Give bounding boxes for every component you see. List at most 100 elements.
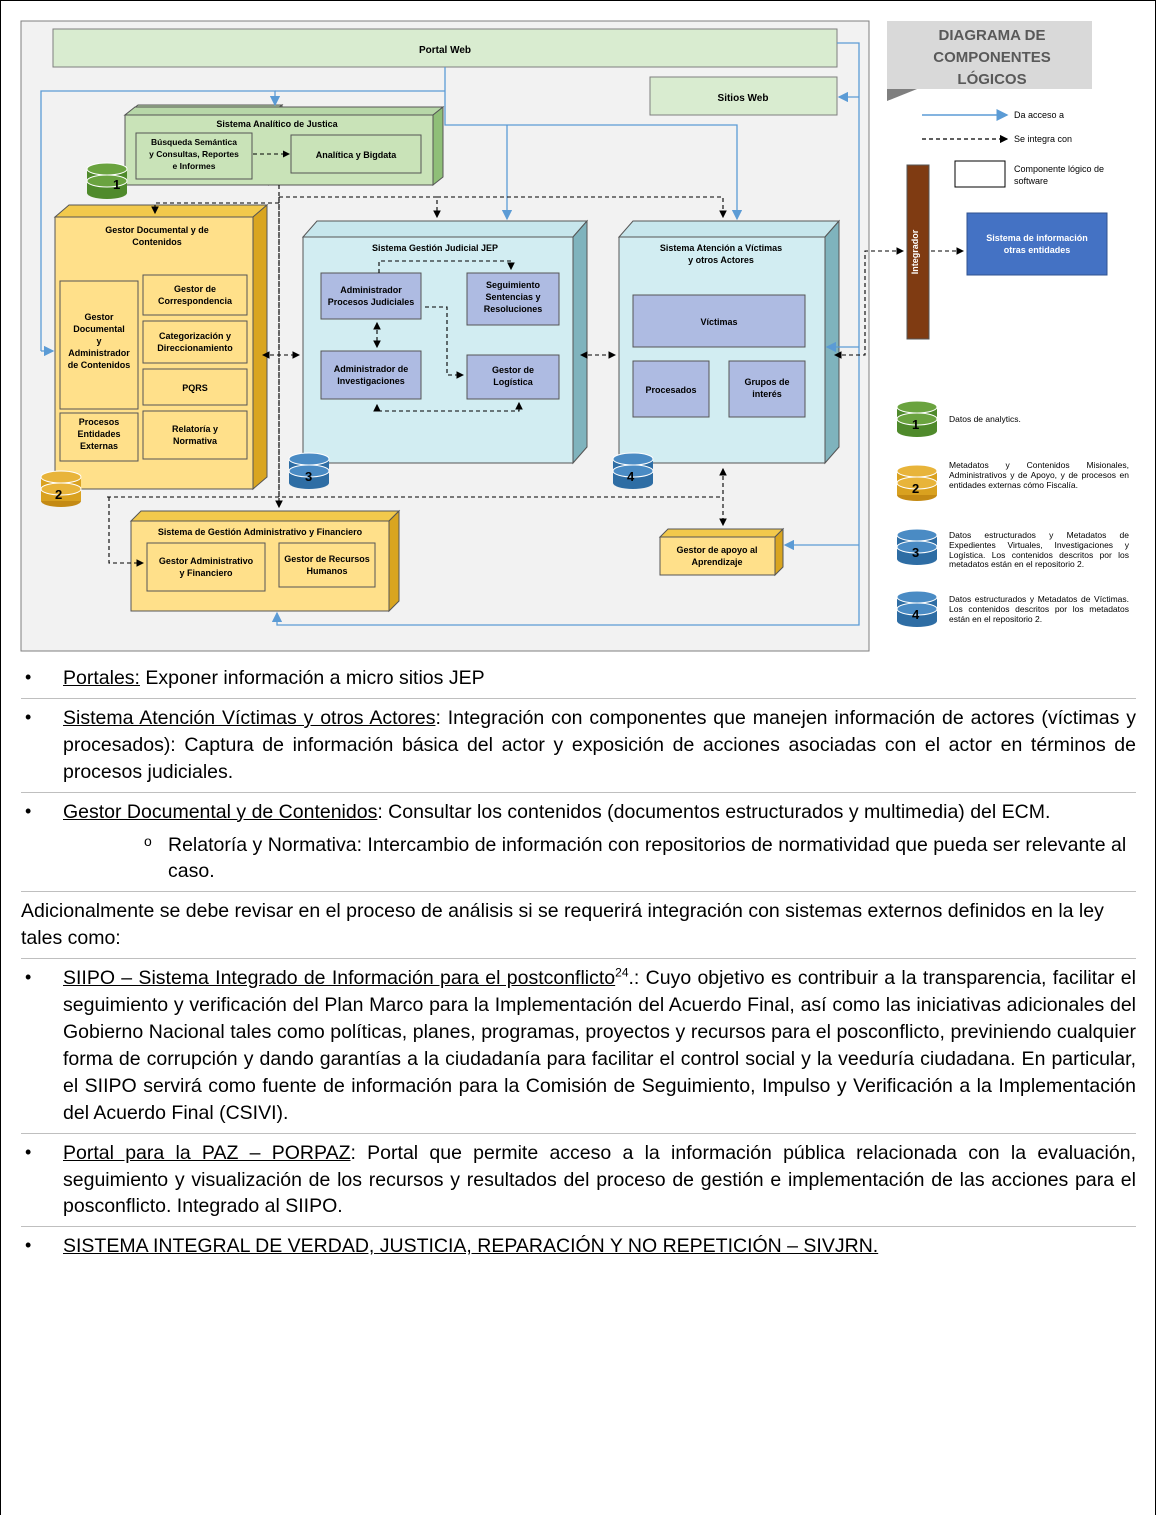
- portal-web-label: Portal Web: [419, 45, 471, 56]
- svg-text:3: 3: [305, 469, 312, 484]
- integrador-box: [906, 164, 930, 340]
- svg-text:Direccionamiento: Direccionamiento: [157, 343, 233, 353]
- svg-text:Sistema Gestión Judicial JEP: Sistema Gestión Judicial JEP: [372, 243, 498, 253]
- svg-text:Analítica y Bigdata: Analítica y Bigdata: [316, 150, 398, 160]
- svg-text:Procesos: Procesos: [79, 417, 120, 427]
- svg-text:Documental: Documental: [73, 324, 125, 334]
- legend-db1-text: Datos de analytics.: [949, 414, 1021, 424]
- svg-text:otras entidades: otras entidades: [1004, 245, 1071, 255]
- legend-db-1-icon: 1: [896, 400, 938, 437]
- svg-text:Gestor Administrativo: Gestor Administrativo: [159, 556, 254, 566]
- logical-components-diagram: Portal Web Sitios Web DIAGRAMA DE COMPON…: [7, 7, 1151, 657]
- svg-text:Gestor de Recursos: Gestor de Recursos: [284, 554, 370, 564]
- bullet-sivjrn: SISTEMA INTEGRAL DE VERDAD, JUSTICIA, RE…: [21, 1233, 1136, 1260]
- db-2-icon: 2: [40, 470, 82, 507]
- svg-text:Categorización y: Categorización y: [159, 331, 231, 341]
- portal-web-box: [52, 28, 838, 68]
- diagram-title-1: DIAGRAMA DE: [939, 27, 1046, 44]
- svg-text:e Informes: e Informes: [173, 161, 216, 171]
- svg-text:de Contenidos: de Contenidos: [68, 360, 131, 370]
- svg-text:4: 4: [627, 469, 635, 484]
- busqueda-box: [135, 132, 253, 180]
- aprendizaje-box: [659, 536, 776, 576]
- legend-component-box: [954, 160, 1006, 188]
- svg-text:Correspondencia: Correspondencia: [158, 296, 233, 306]
- legend-db3-text: Datos estructurados y Metadatos de Exped…: [949, 530, 1129, 570]
- bullet-sistema-atencion: Sistema Atención Víctimas y otros Actore…: [21, 705, 1136, 786]
- svg-text:Sistema de Gestión Administrat: Sistema de Gestión Administrativo y Fina…: [158, 527, 363, 537]
- svg-text:1: 1: [912, 417, 919, 432]
- svg-text:Administrador de: Administrador de: [334, 364, 409, 374]
- svg-text:1: 1: [113, 177, 120, 192]
- svg-text:2: 2: [55, 487, 62, 502]
- sitios-web-box: [649, 76, 838, 116]
- bullet-porpaz: Portal para la PAZ – PORPAZ: Portal que …: [21, 1140, 1136, 1221]
- svg-text:Logística: Logística: [493, 377, 534, 387]
- svg-text:Investigaciones: Investigaciones: [337, 376, 405, 386]
- legend-db-3-icon: 3: [896, 528, 938, 565]
- db-3-icon: 3: [288, 452, 330, 489]
- svg-text:Integrador: Integrador: [910, 229, 920, 274]
- svg-text:Seguimiento: Seguimiento: [486, 280, 541, 290]
- svg-text:Relatoría y: Relatoría y: [172, 424, 218, 434]
- body-text: Portales: Exponer información a micro si…: [21, 665, 1136, 1260]
- svg-text:Sentencias y: Sentencias y: [485, 292, 540, 302]
- legend-component: Componente lógico de: [1014, 164, 1104, 174]
- legend-access: Da acceso a: [1014, 110, 1064, 120]
- svg-text:Contenidos: Contenidos: [132, 237, 182, 247]
- legend-integrates: Se integra con: [1014, 134, 1072, 144]
- svg-text:Procesados: Procesados: [645, 385, 696, 395]
- svg-text:Sistema Atención a Víctimas: Sistema Atención a Víctimas: [660, 243, 782, 253]
- svg-text:Gestor Documental y de: Gestor Documental y de: [105, 225, 209, 235]
- legend-db-2-icon: 2: [896, 464, 938, 501]
- svg-text:PQRS: PQRS: [182, 383, 208, 393]
- atencion-victimas-box: [618, 236, 826, 464]
- db-1-icon: 1: [86, 162, 128, 199]
- svg-text:y otros Actores: y otros Actores: [688, 255, 754, 265]
- svg-text:Gestor: Gestor: [84, 312, 114, 322]
- analitica-box: [290, 134, 422, 174]
- svg-text:Aprendizaje: Aprendizaje: [691, 557, 742, 567]
- svg-text:Gestor de: Gestor de: [492, 365, 534, 375]
- db-4-icon: 4: [612, 452, 654, 489]
- svg-text:Gestor de: Gestor de: [174, 284, 216, 294]
- svg-text:Búsqueda Semántica: Búsqueda Semántica: [151, 137, 237, 147]
- svg-text:Normativa: Normativa: [173, 436, 218, 446]
- svg-text:Humanos: Humanos: [306, 566, 347, 576]
- svg-text:2: 2: [912, 481, 919, 496]
- svg-text:4: 4: [912, 607, 920, 622]
- paragraph-adicionalmente: Adicionalmente se debe revisar en el pro…: [21, 900, 1104, 950]
- svg-text:Víctimas: Víctimas: [700, 317, 737, 327]
- diagram-canvas: Portal Web Sitios Web DIAGRAMA DE COMPON…: [20, 20, 1108, 652]
- diagram-title-2: COMPONENTES: [933, 49, 1051, 66]
- svg-text:y Financiero: y Financiero: [179, 568, 233, 578]
- sitios-web-label: Sitios Web: [718, 93, 769, 104]
- svg-text:Resoluciones: Resoluciones: [484, 304, 543, 314]
- analitico-title: Sistema Analítico de Justica: [216, 119, 338, 129]
- legend-db4-text: Datos estructurados y Metadatos de Vícti…: [949, 594, 1129, 624]
- svg-text:Externas: Externas: [80, 441, 118, 451]
- svg-text:Gestor de apoyo al: Gestor de apoyo al: [676, 545, 757, 555]
- bullet-siipo: SIIPO – Sistema Integrado de Información…: [21, 965, 1136, 1126]
- legend-db2-text: Metadatos y Contenidos Misionales, Admin…: [949, 460, 1129, 490]
- svg-text:Administrador: Administrador: [340, 285, 402, 295]
- svg-text:Sistema de información: Sistema de información: [986, 233, 1088, 243]
- title-banner: [887, 21, 1092, 101]
- svg-text:interés: interés: [752, 389, 782, 399]
- legend-db-4-icon: 4: [896, 590, 938, 627]
- svg-text:Grupos de: Grupos de: [744, 377, 789, 387]
- otras-entidades-box: [966, 212, 1108, 276]
- svg-text:Procesos Judiciales: Procesos Judiciales: [328, 297, 415, 307]
- svg-text:y Consultas, Reportes: y Consultas, Reportes: [149, 149, 239, 159]
- bullet-gestor-documental: Gestor Documental y de Contenidos: Consu…: [21, 799, 1136, 826]
- svg-text:software: software: [1014, 176, 1048, 186]
- gestion-judicial-box: [302, 236, 574, 464]
- svg-text:3: 3: [912, 545, 919, 560]
- svg-text:Administrador: Administrador: [68, 348, 130, 358]
- svg-text:y: y: [96, 336, 101, 346]
- svg-text:Entidades: Entidades: [77, 429, 120, 439]
- diagram-title-3: LÓGICOS: [957, 70, 1026, 88]
- bullet-portales: Portales: Exponer información a micro si…: [21, 665, 1136, 692]
